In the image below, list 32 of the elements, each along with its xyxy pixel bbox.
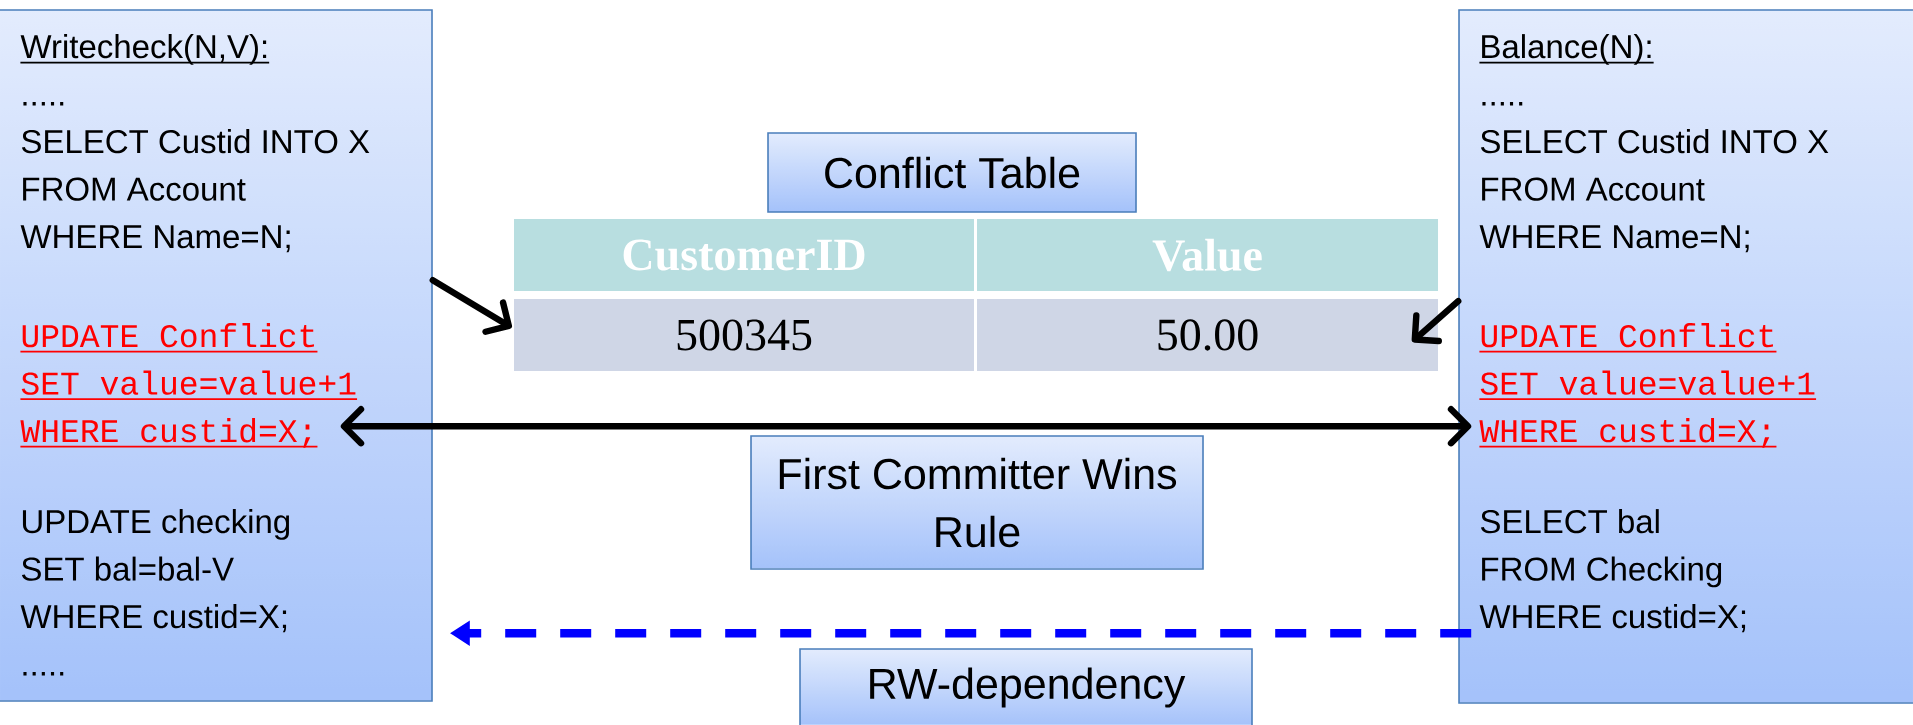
highlighted-code-line: SET value=value+1 [1478,370,1817,401]
code-heading: Writecheck(N,V): [19,34,271,65]
table-header-cell: Value [977,219,1438,291]
code-line: SELECT bal [1480,509,1659,534]
code-line: WHERE Name=N; [1479,225,1749,253]
label-box: RW-dependency [799,648,1253,725]
label-box: First Committer Wins Rule [750,435,1204,570]
highlighted-code-line: UPDATE Conflict [1478,323,1778,353]
code-line: FROM Account [23,177,246,201]
table-cell: 50.00 [977,299,1438,371]
highlighted-code-line: UPDATE Conflict [19,323,319,353]
code-line: FROM Account [1482,177,1705,201]
table-header-cell: CustomerID [514,219,974,291]
code-line: ..... [23,102,64,106]
code-line: FROM Checking [1482,556,1722,588]
code-line: WHERE custid=X; [1479,604,1746,633]
code-line: SET bal=bal-V [21,556,234,581]
highlighted-code-line: SET value=value+1 [19,370,358,401]
label-box: Conflict Table [767,132,1137,213]
highlighted-code-line: WHERE custid=X; [1478,418,1778,448]
code-line: WHERE custid=X; [20,604,287,633]
code-line: SELECT Custid INTO X [21,129,370,154]
double-arrow [340,406,1472,447]
code-line: ..... [1482,102,1523,106]
highlighted-code-line: WHERE custid=X; [19,418,319,448]
arrow [429,277,513,335]
code-line: SELECT Custid INTO X [1480,129,1829,154]
code-line: UPDATE checking [22,509,290,540]
code-line: WHERE Name=N; [20,225,290,253]
code-line: ..... [23,672,64,676]
table-cell: 500345 [514,299,974,371]
code-heading: Balance(N): [1478,34,1655,65]
